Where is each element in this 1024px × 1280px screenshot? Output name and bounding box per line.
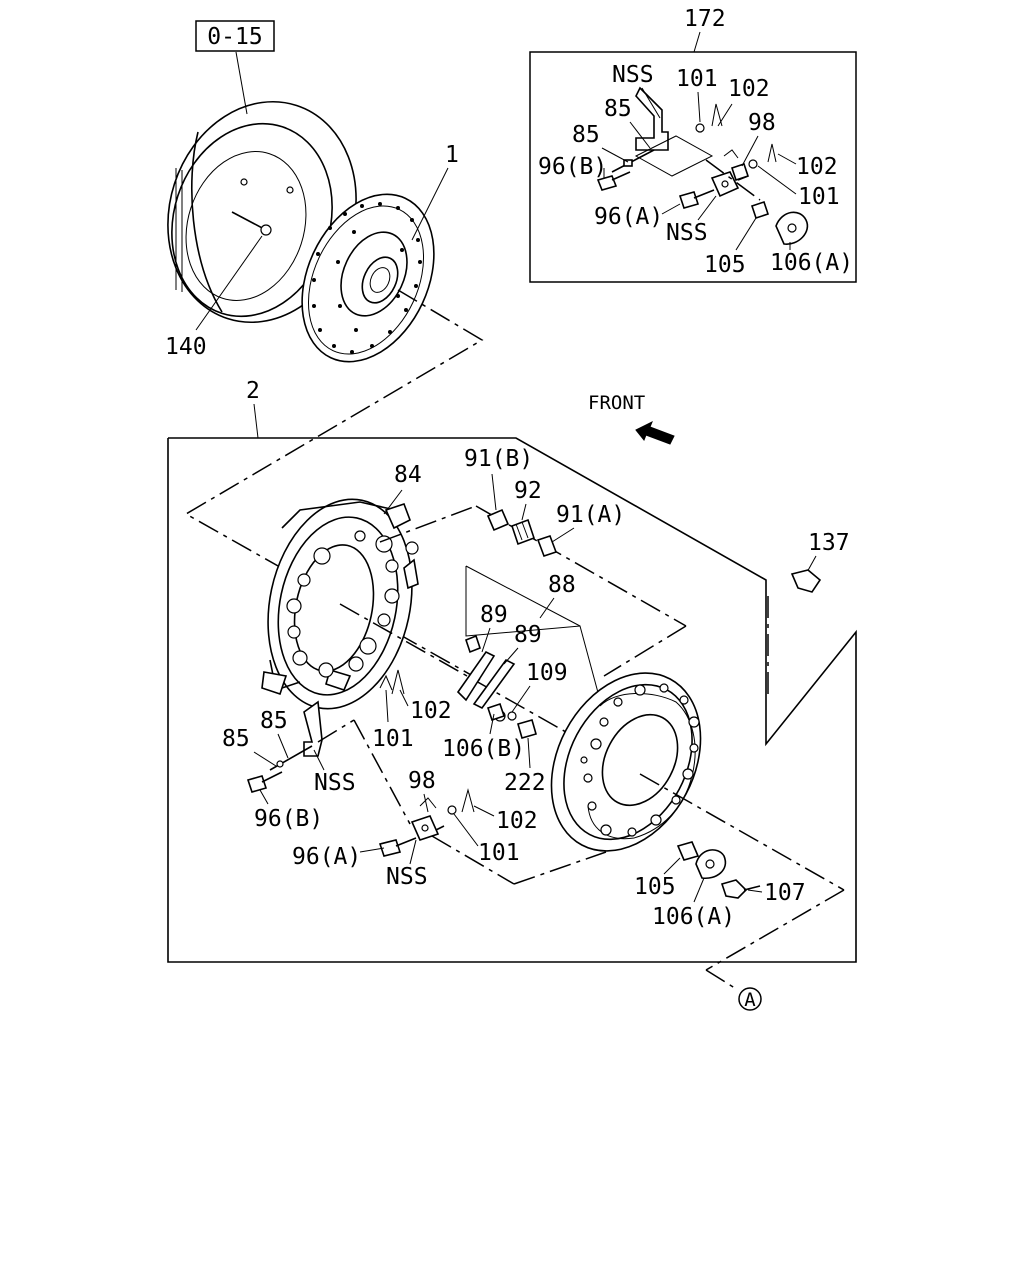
callout-89b: 89 [514,622,542,648]
inset-96b: 96(B) [538,154,607,180]
callout-101a: 101 [372,726,414,752]
marker-label: A [744,989,756,1011]
callout-107: 107 [764,880,806,906]
callout-98: 98 [408,768,436,794]
inset-panel: 172 NSS 101 102 [529,6,857,283]
callout-222: 222 [504,770,546,796]
callout-105: 105 [634,874,676,900]
inset-102-r: 102 [796,154,838,180]
inset-nss-top: NSS [612,62,654,88]
spring-set [486,508,558,558]
callout-85b: 85 [222,726,250,752]
inset-102-top: 102 [728,76,770,102]
inset-101-r: 101 [798,184,840,210]
callout-89a: 89 [480,602,508,628]
clutch-disc [301,193,435,363]
front-label: FRONT [588,392,645,414]
lever-group-left [246,669,411,825]
callout-96a: 96(A) [292,844,361,870]
inset-96a: 96(A) [594,204,663,230]
inset-85-top: 85 [604,96,632,122]
front-arrow-icon [635,420,675,445]
callout-91b: 91(B) [464,446,533,472]
mount-hardware [639,773,845,991]
pressure-plate [550,672,702,852]
callout-84: 84 [394,462,422,488]
callout-172: 172 [684,6,726,32]
callout-85a: 85 [260,708,288,734]
callout-92: 92 [514,478,542,504]
callout-nss1: NSS [314,770,356,796]
reference-box: 0-15 [195,20,275,115]
strap-bracket [456,565,601,739]
callout-nss2: NSS [386,864,428,890]
inset-105: 105 [704,252,746,278]
callout-96b: 96(B) [254,806,323,832]
callout-2: 2 [246,378,260,404]
callout-91a: 91(A) [556,502,625,528]
callout-109: 109 [526,660,568,686]
callout-102b: 102 [496,808,538,834]
callout-137: 137 [808,530,850,556]
inset-98: 98 [748,110,776,136]
callout-101b: 101 [478,840,520,866]
inset-106a: 106(A) [770,250,853,276]
bolt-137 [790,569,822,593]
callout-140: 140 [165,334,207,360]
inset-nss-bottom: NSS [666,220,708,246]
callout-106b: 106(B) [442,736,525,762]
eyebolt-group [378,788,607,885]
reference-label: 0-15 [207,24,262,50]
callout-102a: 102 [410,698,452,724]
callout-106a: 106(A) [652,904,735,930]
inset-85-b: 85 [572,122,600,148]
callout-1: 1 [445,142,459,168]
inset-101-top: 101 [676,66,718,92]
circle-marker: A [738,987,762,1011]
callout-88: 88 [548,572,576,598]
assembly-outline [167,437,857,963]
